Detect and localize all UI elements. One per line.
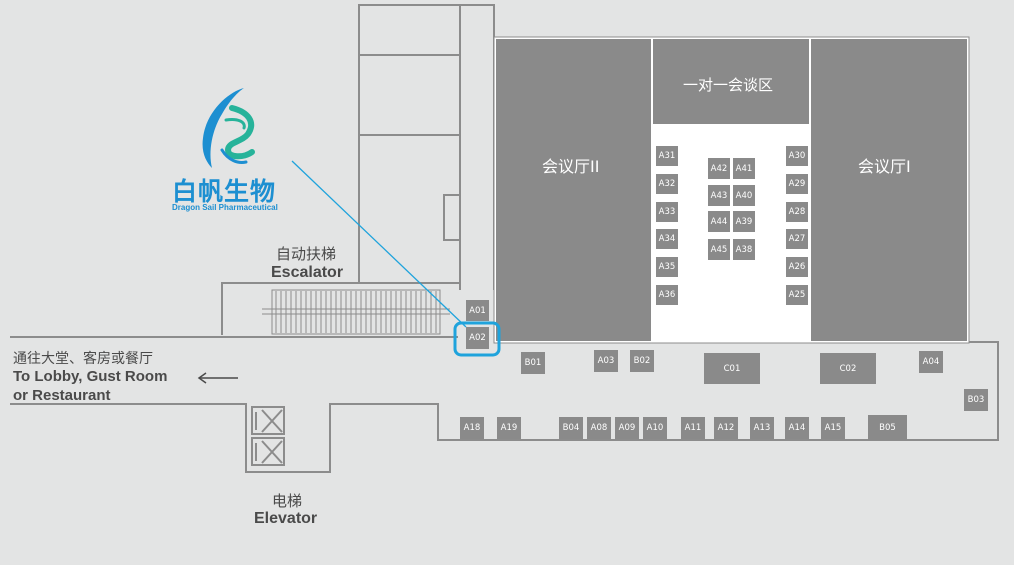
elevator-label-en: Elevator bbox=[254, 510, 318, 527]
lobby-label-en-line2: or Restaurant bbox=[13, 387, 111, 404]
booth-b03[interactable]: B03 bbox=[964, 389, 988, 411]
booth-a15[interactable]: A15 bbox=[821, 417, 845, 439]
booth-a39[interactable]: A39 bbox=[733, 211, 755, 232]
booth-a38[interactable]: A38 bbox=[733, 239, 755, 260]
booth-a28[interactable]: A28 bbox=[786, 202, 808, 222]
booth-a31[interactable]: A31 bbox=[656, 146, 678, 166]
booth-a45[interactable]: A45 bbox=[708, 239, 730, 260]
booth-a42[interactable]: A42 bbox=[708, 158, 730, 179]
booth-a08[interactable]: A08 bbox=[587, 417, 611, 439]
hall-2-block bbox=[496, 39, 651, 341]
booth-highlight-ring bbox=[453, 321, 501, 357]
booth-a33[interactable]: A33 bbox=[656, 202, 678, 222]
booth-a09[interactable]: A09 bbox=[615, 417, 639, 439]
booth-a36[interactable]: A36 bbox=[656, 285, 678, 305]
elevator-label-cn: 电梯 bbox=[272, 492, 303, 510]
booth-a03[interactable]: A03 bbox=[594, 350, 618, 372]
hall-1-block bbox=[811, 39, 967, 341]
booth-a43[interactable]: A43 bbox=[708, 185, 730, 206]
booth-b04[interactable]: B04 bbox=[559, 417, 583, 439]
booth-a02[interactable]: A02 bbox=[466, 327, 489, 349]
booth-c01[interactable]: C01 bbox=[704, 353, 760, 384]
booth-a25[interactable]: A25 bbox=[786, 285, 808, 305]
pointer-line bbox=[291, 160, 467, 328]
booth-a32[interactable]: A32 bbox=[656, 174, 678, 194]
booth-a19[interactable]: A19 bbox=[497, 417, 521, 439]
booth-b05[interactable]: B05 bbox=[868, 415, 907, 440]
booth-a04[interactable]: A04 bbox=[919, 351, 943, 373]
booth-a41[interactable]: A41 bbox=[733, 158, 755, 179]
escalator-label-cn: 自动扶梯 bbox=[276, 245, 337, 263]
booth-a29[interactable]: A29 bbox=[786, 174, 808, 194]
booth-a35[interactable]: A35 bbox=[656, 257, 678, 277]
escalator-steps bbox=[262, 289, 450, 335]
booth-a11[interactable]: A11 bbox=[681, 417, 705, 439]
booth-a44[interactable]: A44 bbox=[708, 211, 730, 232]
booth-a13[interactable]: A13 bbox=[750, 417, 774, 439]
booth-a40[interactable]: A40 bbox=[733, 185, 755, 206]
meeting-area-block bbox=[653, 39, 809, 124]
booth-a34[interactable]: A34 bbox=[656, 229, 678, 249]
booth-a18[interactable]: A18 bbox=[460, 417, 484, 439]
booth-a10[interactable]: A10 bbox=[643, 417, 667, 439]
booth-b02[interactable]: B02 bbox=[630, 350, 654, 372]
booth-a27[interactable]: A27 bbox=[786, 229, 808, 249]
lobby-label-cn: 通往大堂、客房或餐厅 bbox=[13, 351, 153, 367]
meeting-area-label: 一对一会谈区 bbox=[683, 76, 774, 94]
hall-1-label: 会议厅I bbox=[858, 157, 911, 176]
dragon-sail-logo-mark bbox=[202, 88, 255, 168]
booth-b01[interactable]: B01 bbox=[521, 352, 545, 374]
booth-a30[interactable]: A30 bbox=[786, 146, 808, 166]
escalator-label-en: Escalator bbox=[271, 264, 344, 281]
booth-a26[interactable]: A26 bbox=[786, 257, 808, 277]
booth-c02[interactable]: C02 bbox=[820, 353, 876, 384]
logo-name-en: Dragon Sail Pharmaceutical bbox=[172, 203, 278, 212]
logo-name-cn: 白帆生物 bbox=[172, 177, 277, 206]
booth-a14[interactable]: A14 bbox=[785, 417, 809, 439]
booth-a12[interactable]: A12 bbox=[714, 417, 738, 439]
hall-2-label: 会议厅II bbox=[542, 157, 600, 176]
booth-a01[interactable]: A01 bbox=[466, 300, 489, 321]
lobby-label-en-line1: To Lobby, Gust Room bbox=[13, 368, 168, 385]
